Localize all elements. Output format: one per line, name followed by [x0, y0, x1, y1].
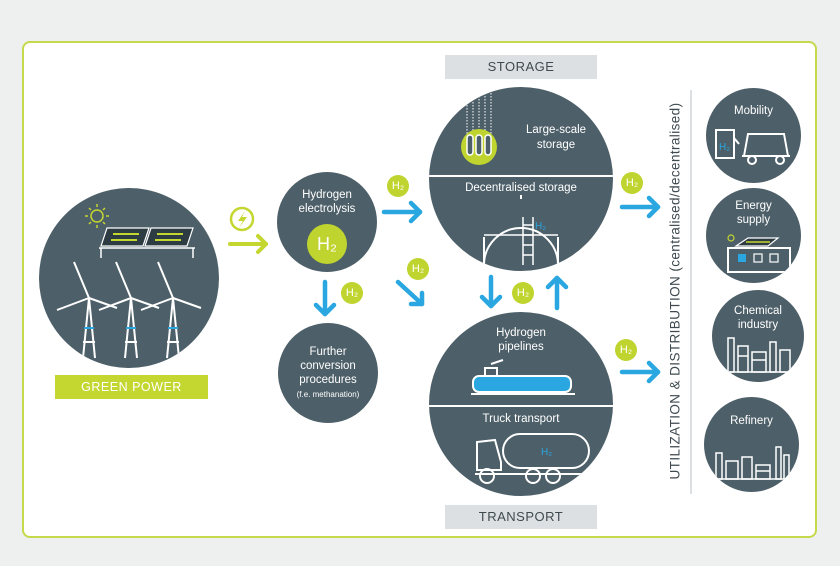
electrolysis-title-2: electrolysis — [298, 203, 356, 215]
truck-icon — [475, 433, 593, 484]
electrolysis-to-transport-arrow — [395, 279, 425, 307]
large-storage-title-1: Large-scale — [525, 124, 587, 136]
pump-label: H₂ — [719, 142, 730, 153]
storage-illustration: H₂ — [461, 87, 559, 266]
transport-circle: Hydrogen pipelines Truck transport H₂ — [429, 312, 613, 496]
h2-badge-storage-use: H₂ — [621, 172, 643, 194]
electrolysis-circle: Hydrogen electrolysis H₂ — [277, 172, 377, 272]
refinery-icon — [712, 446, 792, 480]
transport-to-use-arrow — [619, 360, 661, 384]
green-power-tag: GREEN POWER — [55, 375, 208, 399]
power-to-electrolysis-arrow — [228, 234, 268, 254]
h2-molecule-icon: H₂ — [307, 224, 347, 264]
transport-divider — [429, 405, 613, 407]
conversion-circle: Further conversion procedures (f.e. meth… — [278, 323, 378, 423]
energy-title-1: Energy — [735, 200, 772, 212]
refinery-title: Refinery — [730, 415, 773, 427]
h2-badge-to-transport: H₂ — [407, 258, 429, 280]
conversion-note: (f.e. methanation) — [296, 390, 360, 399]
h2-badge-storage-transport: H₂ — [512, 282, 534, 304]
electrolysis-to-conversion-arrow — [313, 279, 337, 317]
chemical-title-2: industry — [737, 319, 779, 331]
decentral-storage-title: Decentralised storage — [465, 182, 577, 194]
house-solar-icon — [727, 234, 791, 273]
wind-turbines-icon — [56, 261, 202, 359]
car-pump-icon: H₂ — [715, 129, 790, 165]
h2-badge-to-storage: H₂ — [387, 175, 409, 197]
conversion-title-1: Further — [309, 346, 347, 358]
refinery-circle: Refinery — [704, 397, 799, 492]
green-power-circle — [39, 188, 219, 368]
truck-tank-label: H₂ — [541, 447, 552, 458]
solar-panels-icon — [99, 227, 195, 258]
energy-title-2: supply — [736, 214, 771, 226]
h2-badge-transport-use: H₂ — [615, 339, 637, 361]
cavern-storage-icon — [461, 87, 497, 165]
sphere-tank-label: H₂ — [535, 221, 546, 232]
storage-to-use-arrow — [619, 195, 661, 219]
conversion-title-3: procedures — [299, 374, 357, 386]
chemical-plant-icon — [726, 337, 792, 373]
large-storage-title-2: storage — [536, 139, 576, 151]
h2-badge-to-conversion: H₂ — [341, 282, 363, 304]
electrolysis-title-1: Hydrogen — [302, 189, 352, 201]
chemical-circle: Chemical industry — [712, 290, 804, 382]
sphere-tank-icon — [483, 195, 559, 266]
mobility-title: Mobility — [734, 105, 773, 117]
pipelines-title-2: pipelines — [498, 341, 544, 353]
electrolysis-to-storage-arrow — [381, 200, 423, 224]
sun-icon — [85, 204, 109, 228]
transport-illustration: H₂ — [471, 359, 593, 484]
storage-to-transport-arrow — [479, 274, 503, 309]
storage-circle: Large-scale storage Decentralised storag… — [429, 87, 613, 271]
pipeline-icon — [471, 359, 575, 395]
energy-circle: Energy supply — [706, 188, 801, 283]
conversion-title-2: conversion — [300, 360, 356, 372]
utilization-separator — [690, 90, 692, 494]
transport-to-storage-arrow — [545, 275, 569, 311]
storage-tag: STORAGE — [445, 55, 597, 79]
mobility-circle: Mobility H₂ — [706, 88, 801, 183]
pipelines-title-1: Hydrogen — [496, 327, 546, 339]
truck-title: Truck transport — [482, 413, 560, 425]
wind-solar-illustration — [56, 204, 202, 359]
chemical-title-1: Chemical — [734, 305, 782, 317]
lightning-icon — [229, 206, 255, 232]
transport-tag: TRANSPORT — [445, 505, 597, 529]
storage-divider — [429, 175, 613, 177]
